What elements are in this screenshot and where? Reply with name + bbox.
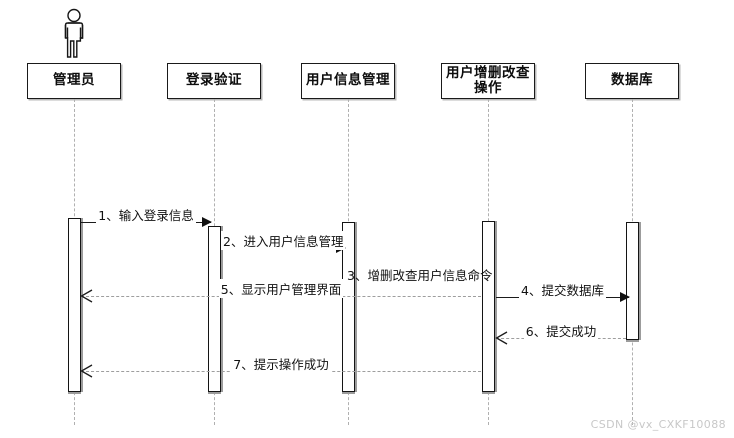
open-arrowhead-icon <box>80 364 93 378</box>
message-caption: 1、输入登录信息 <box>81 205 211 224</box>
activation-bar-login <box>208 226 221 392</box>
message-caption: 7、提示操作成功 <box>81 354 481 373</box>
message-label: 5、显示用户管理界面 <box>218 279 344 298</box>
participant-box-admin[interactable]: 管理员 <box>27 63 121 99</box>
message-label: 1、输入登录信息 <box>96 205 196 224</box>
message-caption: 4、提交数据库 <box>496 280 629 299</box>
participant-box-db[interactable]: 数据库 <box>585 63 679 99</box>
message-label: 7、提示操作成功 <box>231 354 331 373</box>
message-3[interactable]: 3、增删改查用户信息命令 <box>347 265 492 284</box>
message-caption: 6、提交成功 <box>496 321 626 340</box>
message-label: 6、提交成功 <box>523 321 599 340</box>
open-arrowhead-icon <box>80 289 93 303</box>
message-label: 2、进入用户信息管理 <box>221 231 346 250</box>
actor-stick-figure-icon <box>52 8 96 60</box>
participant-label: 登录验证 <box>186 72 242 89</box>
watermark: CSDN @vx_CXKF10088 <box>590 418 726 431</box>
participant-label: 数据库 <box>611 72 653 89</box>
message-label: 4、提交数据库 <box>519 280 606 299</box>
participant-label: 用户信息管理 <box>306 72 390 89</box>
message-caption: 5、显示用户管理界面 <box>81 279 481 298</box>
participant-box-login[interactable]: 登录验证 <box>167 63 261 99</box>
message-label: 3、增删改查用户信息命令 <box>347 268 493 283</box>
participant-box-crud[interactable]: 用户增删改查操作 <box>441 63 535 99</box>
message-caption: 2、进入用户信息管理 <box>221 231 346 250</box>
filled-arrowhead-icon <box>620 292 630 302</box>
activation-bar-admin <box>68 218 81 392</box>
participant-label: 管理员 <box>53 72 95 89</box>
activation-bar-db <box>626 222 639 340</box>
open-arrowhead-icon <box>495 331 508 345</box>
activation-bar-crud <box>482 221 495 392</box>
activation-bar-userinfo <box>342 222 355 392</box>
participant-box-userinfo[interactable]: 用户信息管理 <box>301 63 395 99</box>
filled-arrowhead-icon <box>202 217 212 227</box>
participant-label: 用户增删改查操作 <box>446 64 530 96</box>
